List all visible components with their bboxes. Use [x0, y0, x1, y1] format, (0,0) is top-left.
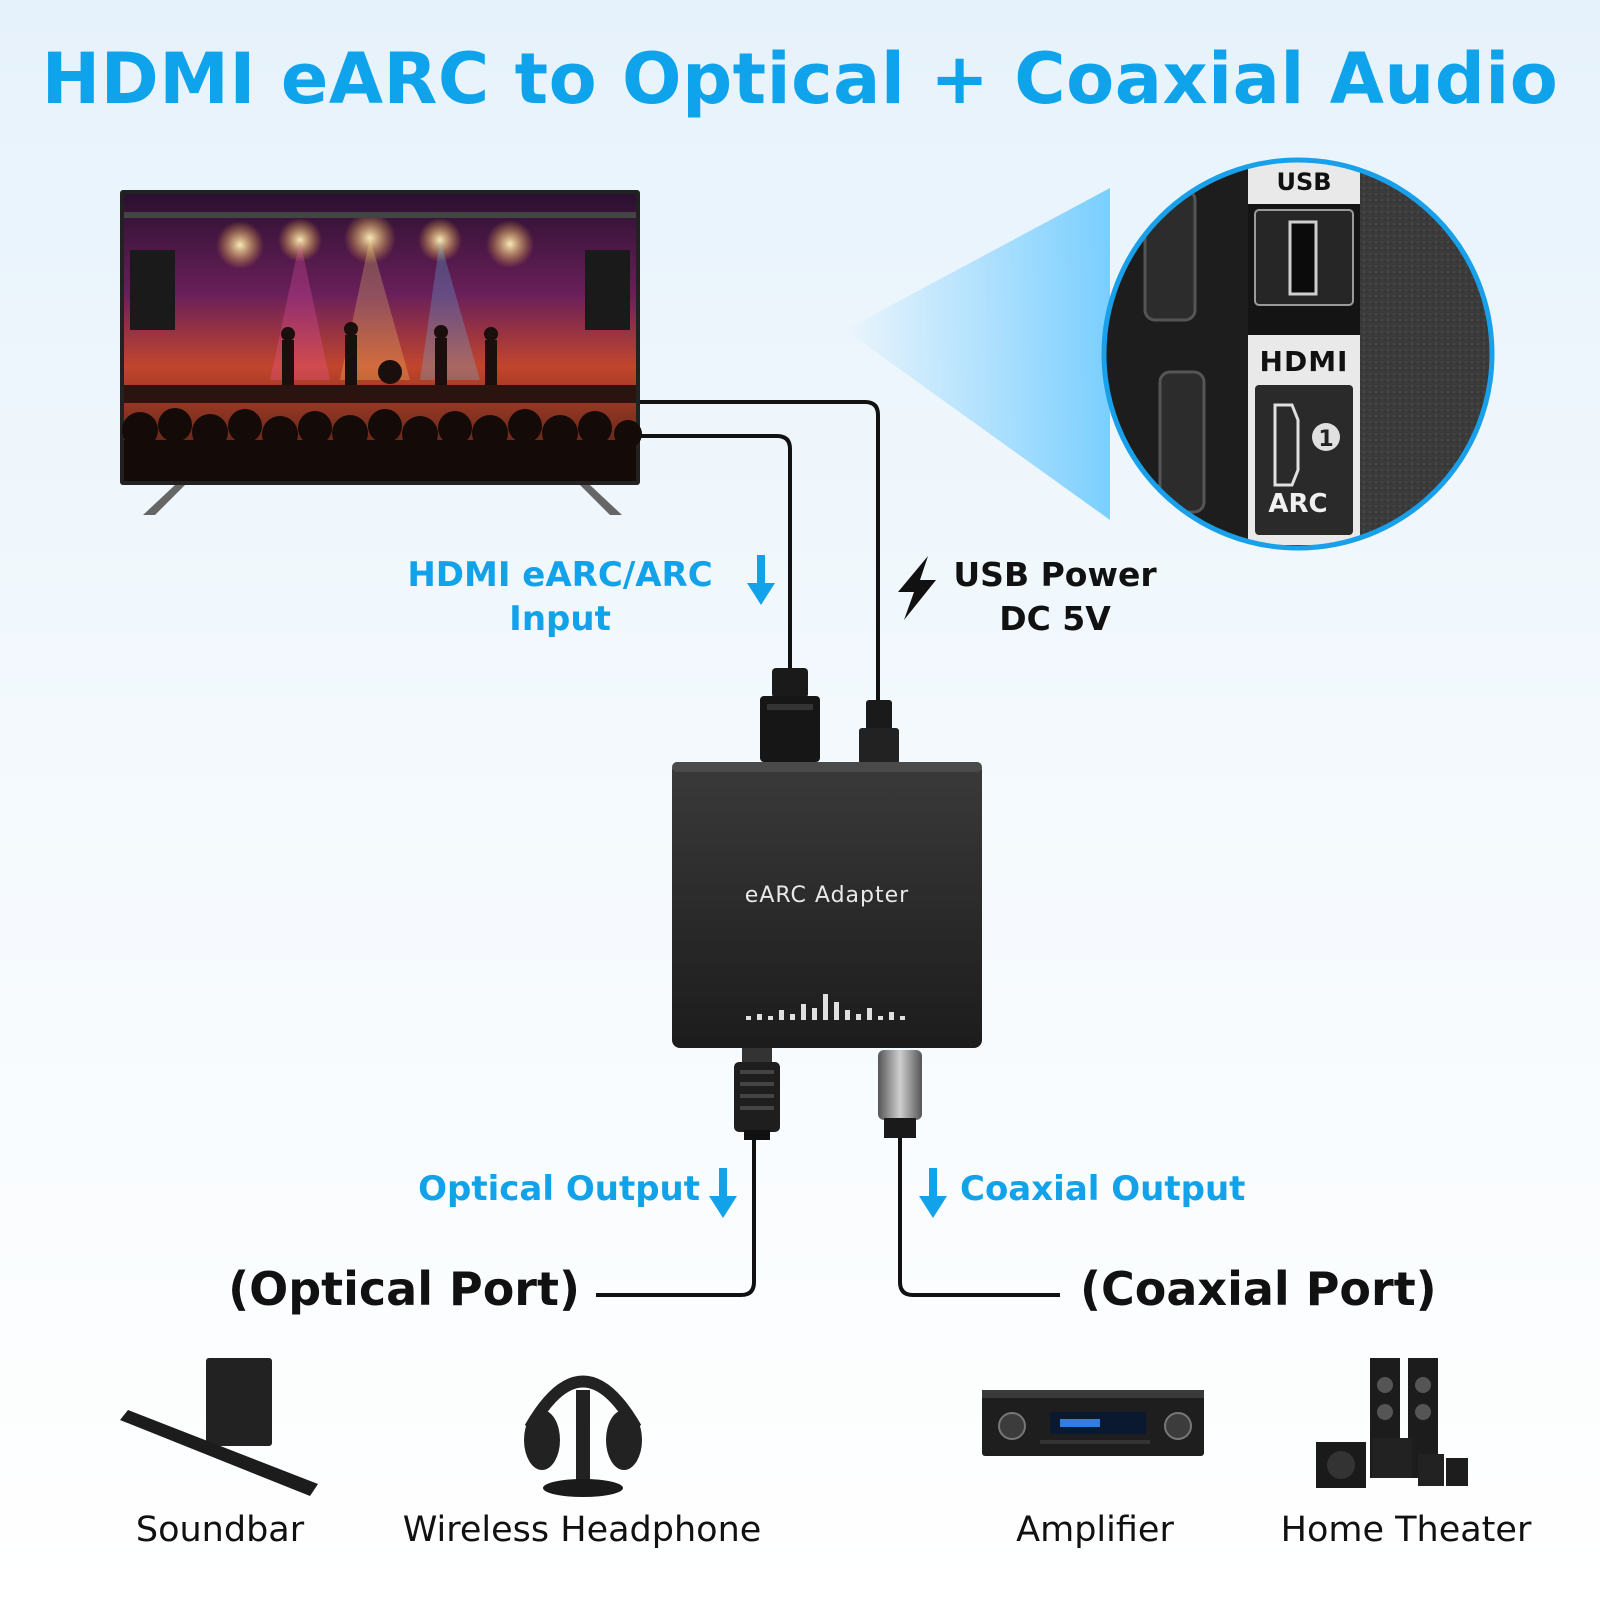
arrow-down-icon — [747, 555, 775, 605]
adapter-label: eARC Adapter — [745, 883, 909, 908]
headphone-illustration — [524, 1375, 642, 1497]
page-title: HDMI eARC to Optical + Coaxial Audio — [41, 38, 1559, 120]
zoom-beam — [845, 188, 1110, 520]
hdmi-input-label-line2: Input — [509, 599, 611, 639]
zoom-hdmi-label: HDMI — [1260, 345, 1349, 378]
arrow-down-icon — [919, 1168, 947, 1218]
zoom-port-number: 1 — [1318, 427, 1333, 452]
usb-power-label-line2: DC 5V — [999, 599, 1111, 638]
soundbar-illustration — [120, 1358, 318, 1496]
hdmi-input-label: HDMI eARC/ARC Input — [400, 553, 720, 641]
home-theater-illustration — [1316, 1358, 1468, 1488]
device-amplifier-label: Amplifier — [1016, 1510, 1174, 1550]
usb-connector — [859, 700, 899, 764]
input-cables — [640, 400, 880, 700]
device-headphone-label: Wireless Headphone — [402, 1510, 762, 1550]
equalizer-icon — [746, 994, 905, 1020]
tv-port-zoom — [1101, 157, 1495, 551]
output-cables — [596, 1138, 1060, 1297]
zoom-arc-label: ARC — [1268, 489, 1327, 519]
usb-power-label: USB Power DC 5V — [945, 553, 1165, 641]
lightning-icon — [898, 556, 936, 620]
earc-adapter-box — [672, 762, 982, 1048]
tv-illustration — [120, 190, 642, 515]
optical-port-label: (Optical Port) — [228, 1262, 580, 1316]
coaxial-port-label: (Coaxial Port) — [1080, 1262, 1437, 1316]
optical-output-label: Optical Output — [418, 1169, 700, 1209]
hdmi-connector — [760, 668, 820, 762]
hdmi-input-label-line1: HDMI eARC/ARC — [407, 555, 713, 595]
coaxial-connector — [878, 1050, 922, 1138]
device-soundbar-label: Soundbar — [135, 1510, 305, 1550]
device-home-theater-label: Home Theater — [1280, 1510, 1532, 1550]
coaxial-output-label: Coaxial Output — [960, 1169, 1246, 1209]
optical-connector — [734, 1048, 780, 1140]
usb-power-label-line1: USB Power — [953, 555, 1157, 594]
amplifier-illustration — [982, 1390, 1204, 1456]
arrow-down-icon — [709, 1168, 737, 1218]
zoom-usb-label: USB — [1276, 168, 1331, 196]
